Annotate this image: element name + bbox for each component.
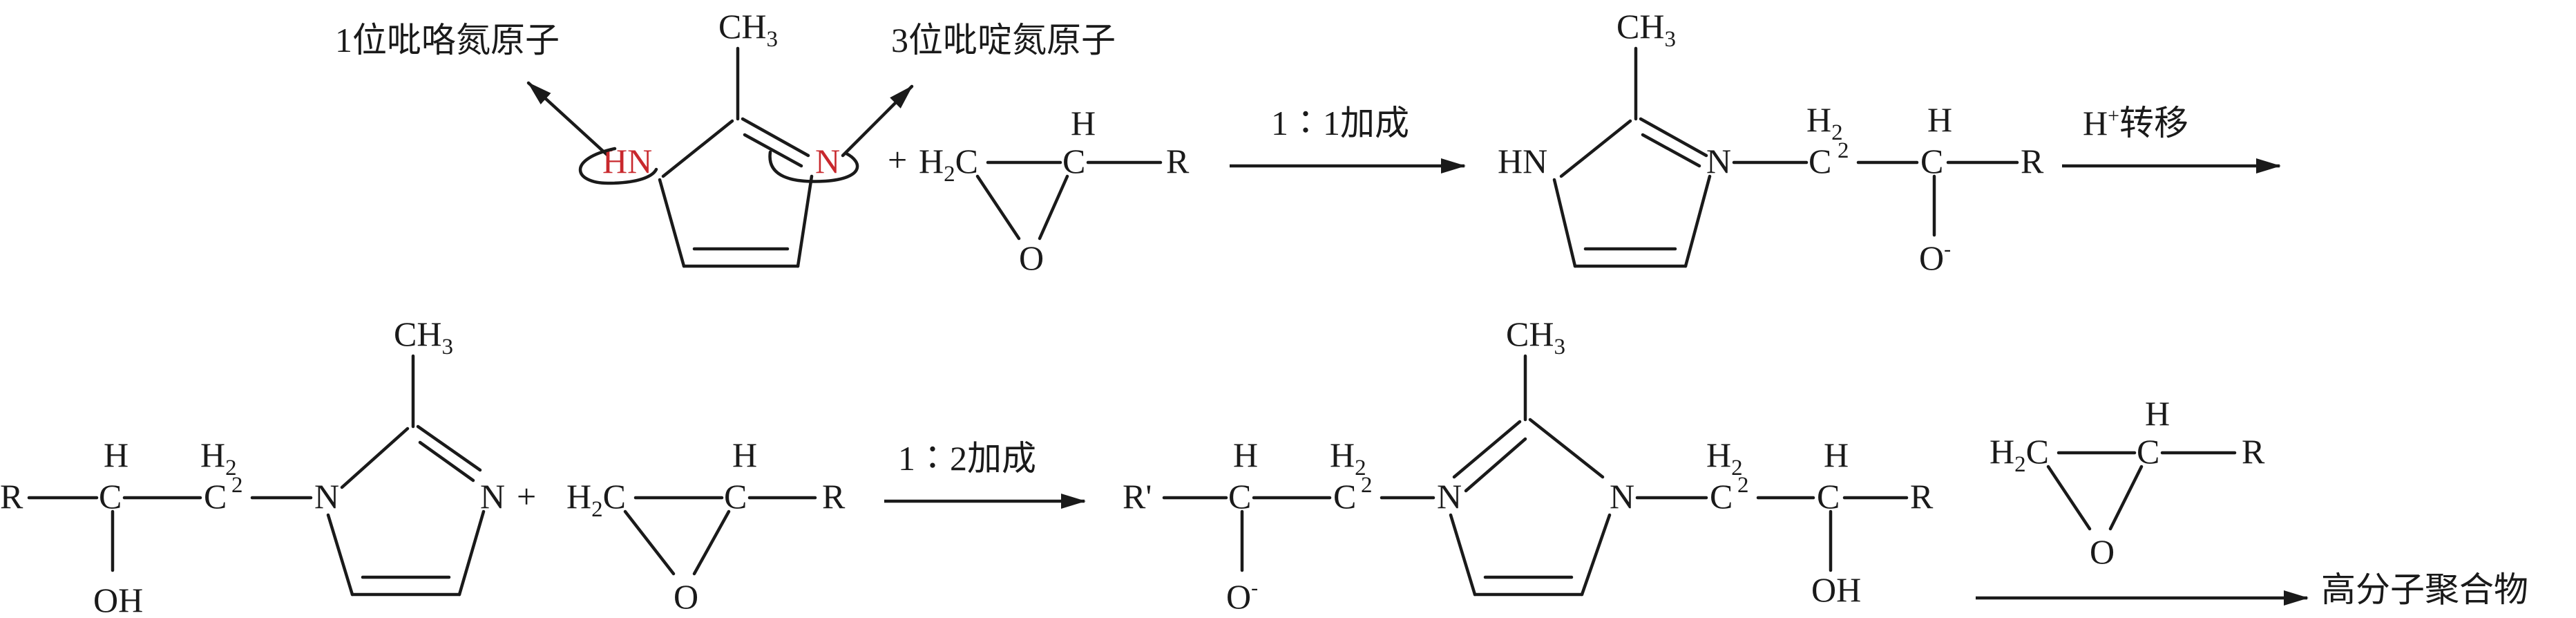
svg-text:O-: O- xyxy=(1919,238,1951,277)
svg-text:C: C xyxy=(1333,477,1356,516)
svg-text:R: R xyxy=(2021,142,2044,180)
svg-text:N: N xyxy=(314,477,339,516)
adduct-1: CH3 HN N C H2 2 C H R O- xyxy=(1498,7,2044,277)
svg-text:CH3: CH3 xyxy=(1616,7,1676,52)
epoxide-1: H2C C H R O xyxy=(919,104,1190,277)
svg-text:2: 2 xyxy=(231,473,243,498)
svg-text:O: O xyxy=(1019,238,1044,277)
svg-text:H: H xyxy=(2145,394,2170,433)
svg-text:H: H xyxy=(1927,100,1952,139)
svg-text:R: R xyxy=(2242,432,2265,471)
step3-label: 1∶2加成 xyxy=(898,439,1036,478)
svg-text:C: C xyxy=(1062,142,1085,180)
n-atom: N xyxy=(815,142,840,180)
svg-text:C: C xyxy=(724,477,747,516)
svg-text:C: C xyxy=(99,477,122,516)
svg-text:H: H xyxy=(1233,436,1258,474)
svg-text:R: R xyxy=(1166,142,1190,180)
svg-text:H: H xyxy=(1824,436,1849,474)
svg-text:C: C xyxy=(1228,477,1251,516)
svg-text:H: H xyxy=(104,436,128,474)
svg-text:H2: H2 xyxy=(1330,436,1366,480)
svg-text:O-: O- xyxy=(1226,577,1258,616)
n3-annotation: 3位吡啶氮原子 xyxy=(891,21,1116,59)
ch3-label: CH3 xyxy=(718,7,778,52)
svg-text:C: C xyxy=(1920,142,1943,180)
step2-label: H+转移 xyxy=(2083,104,2188,142)
svg-text:N: N xyxy=(1706,142,1731,180)
svg-text:C: C xyxy=(1710,477,1733,516)
svg-text:R': R' xyxy=(1123,477,1152,516)
svg-text:H2C: H2C xyxy=(919,142,978,187)
n1-pointer-arrow xyxy=(526,81,610,158)
svg-text:N: N xyxy=(480,477,505,516)
svg-text:2: 2 xyxy=(1361,473,1373,498)
svg-text:C: C xyxy=(2137,432,2159,471)
svg-text:O: O xyxy=(2090,532,2115,571)
svg-text:CH3: CH3 xyxy=(394,315,453,359)
svg-text:O: O xyxy=(674,577,698,616)
svg-text:H2C: H2C xyxy=(1990,432,2049,477)
svg-text:N: N xyxy=(1610,477,1634,516)
svg-text:R: R xyxy=(1910,477,1934,516)
svg-text:C: C xyxy=(204,477,227,516)
svg-text:H2: H2 xyxy=(200,436,237,480)
epoxide-2: H2C C H R O xyxy=(566,436,846,616)
hn-atom: HN xyxy=(602,142,652,180)
svg-text:H: H xyxy=(1071,104,1096,142)
polymer-label: 高分子聚合物 xyxy=(2321,570,2528,609)
svg-text:OH: OH xyxy=(93,581,143,618)
svg-text:H2C: H2C xyxy=(566,477,626,522)
svg-text:CH3: CH3 xyxy=(1506,315,1565,359)
svg-text:+: + xyxy=(517,477,536,516)
svg-text:2: 2 xyxy=(1737,473,1749,498)
svg-text:OH: OH xyxy=(1811,570,1861,609)
svg-text:C: C xyxy=(1809,142,1831,180)
step1-label: 1∶1加成 xyxy=(1271,104,1409,142)
svg-text:R: R xyxy=(0,477,23,516)
svg-text:R: R xyxy=(822,477,846,516)
adduct-2: R C H OH C H2 2 N CH3 N + xyxy=(0,315,536,618)
svg-text:H2: H2 xyxy=(1706,436,1743,480)
svg-text:HN: HN xyxy=(1498,142,1547,180)
svg-text:H: H xyxy=(732,436,757,474)
svg-text:H2: H2 xyxy=(1806,100,1843,145)
svg-text:2: 2 xyxy=(1838,138,1849,163)
epoxide-3: H2C C H R O xyxy=(1990,394,2265,571)
n1-annotation: 1位吡咯氮原子 xyxy=(335,21,560,59)
svg-text:C: C xyxy=(1817,477,1840,516)
plus-1: + xyxy=(888,140,907,179)
svg-text:N: N xyxy=(1437,477,1462,516)
adduct-3: R' C H O- C H2 2 N CH3 N C H2 2 C H R OH xyxy=(1123,315,1934,616)
imidazole-reactant: CH3 HN N xyxy=(579,7,859,268)
n3-pointer-arrow xyxy=(841,84,914,158)
